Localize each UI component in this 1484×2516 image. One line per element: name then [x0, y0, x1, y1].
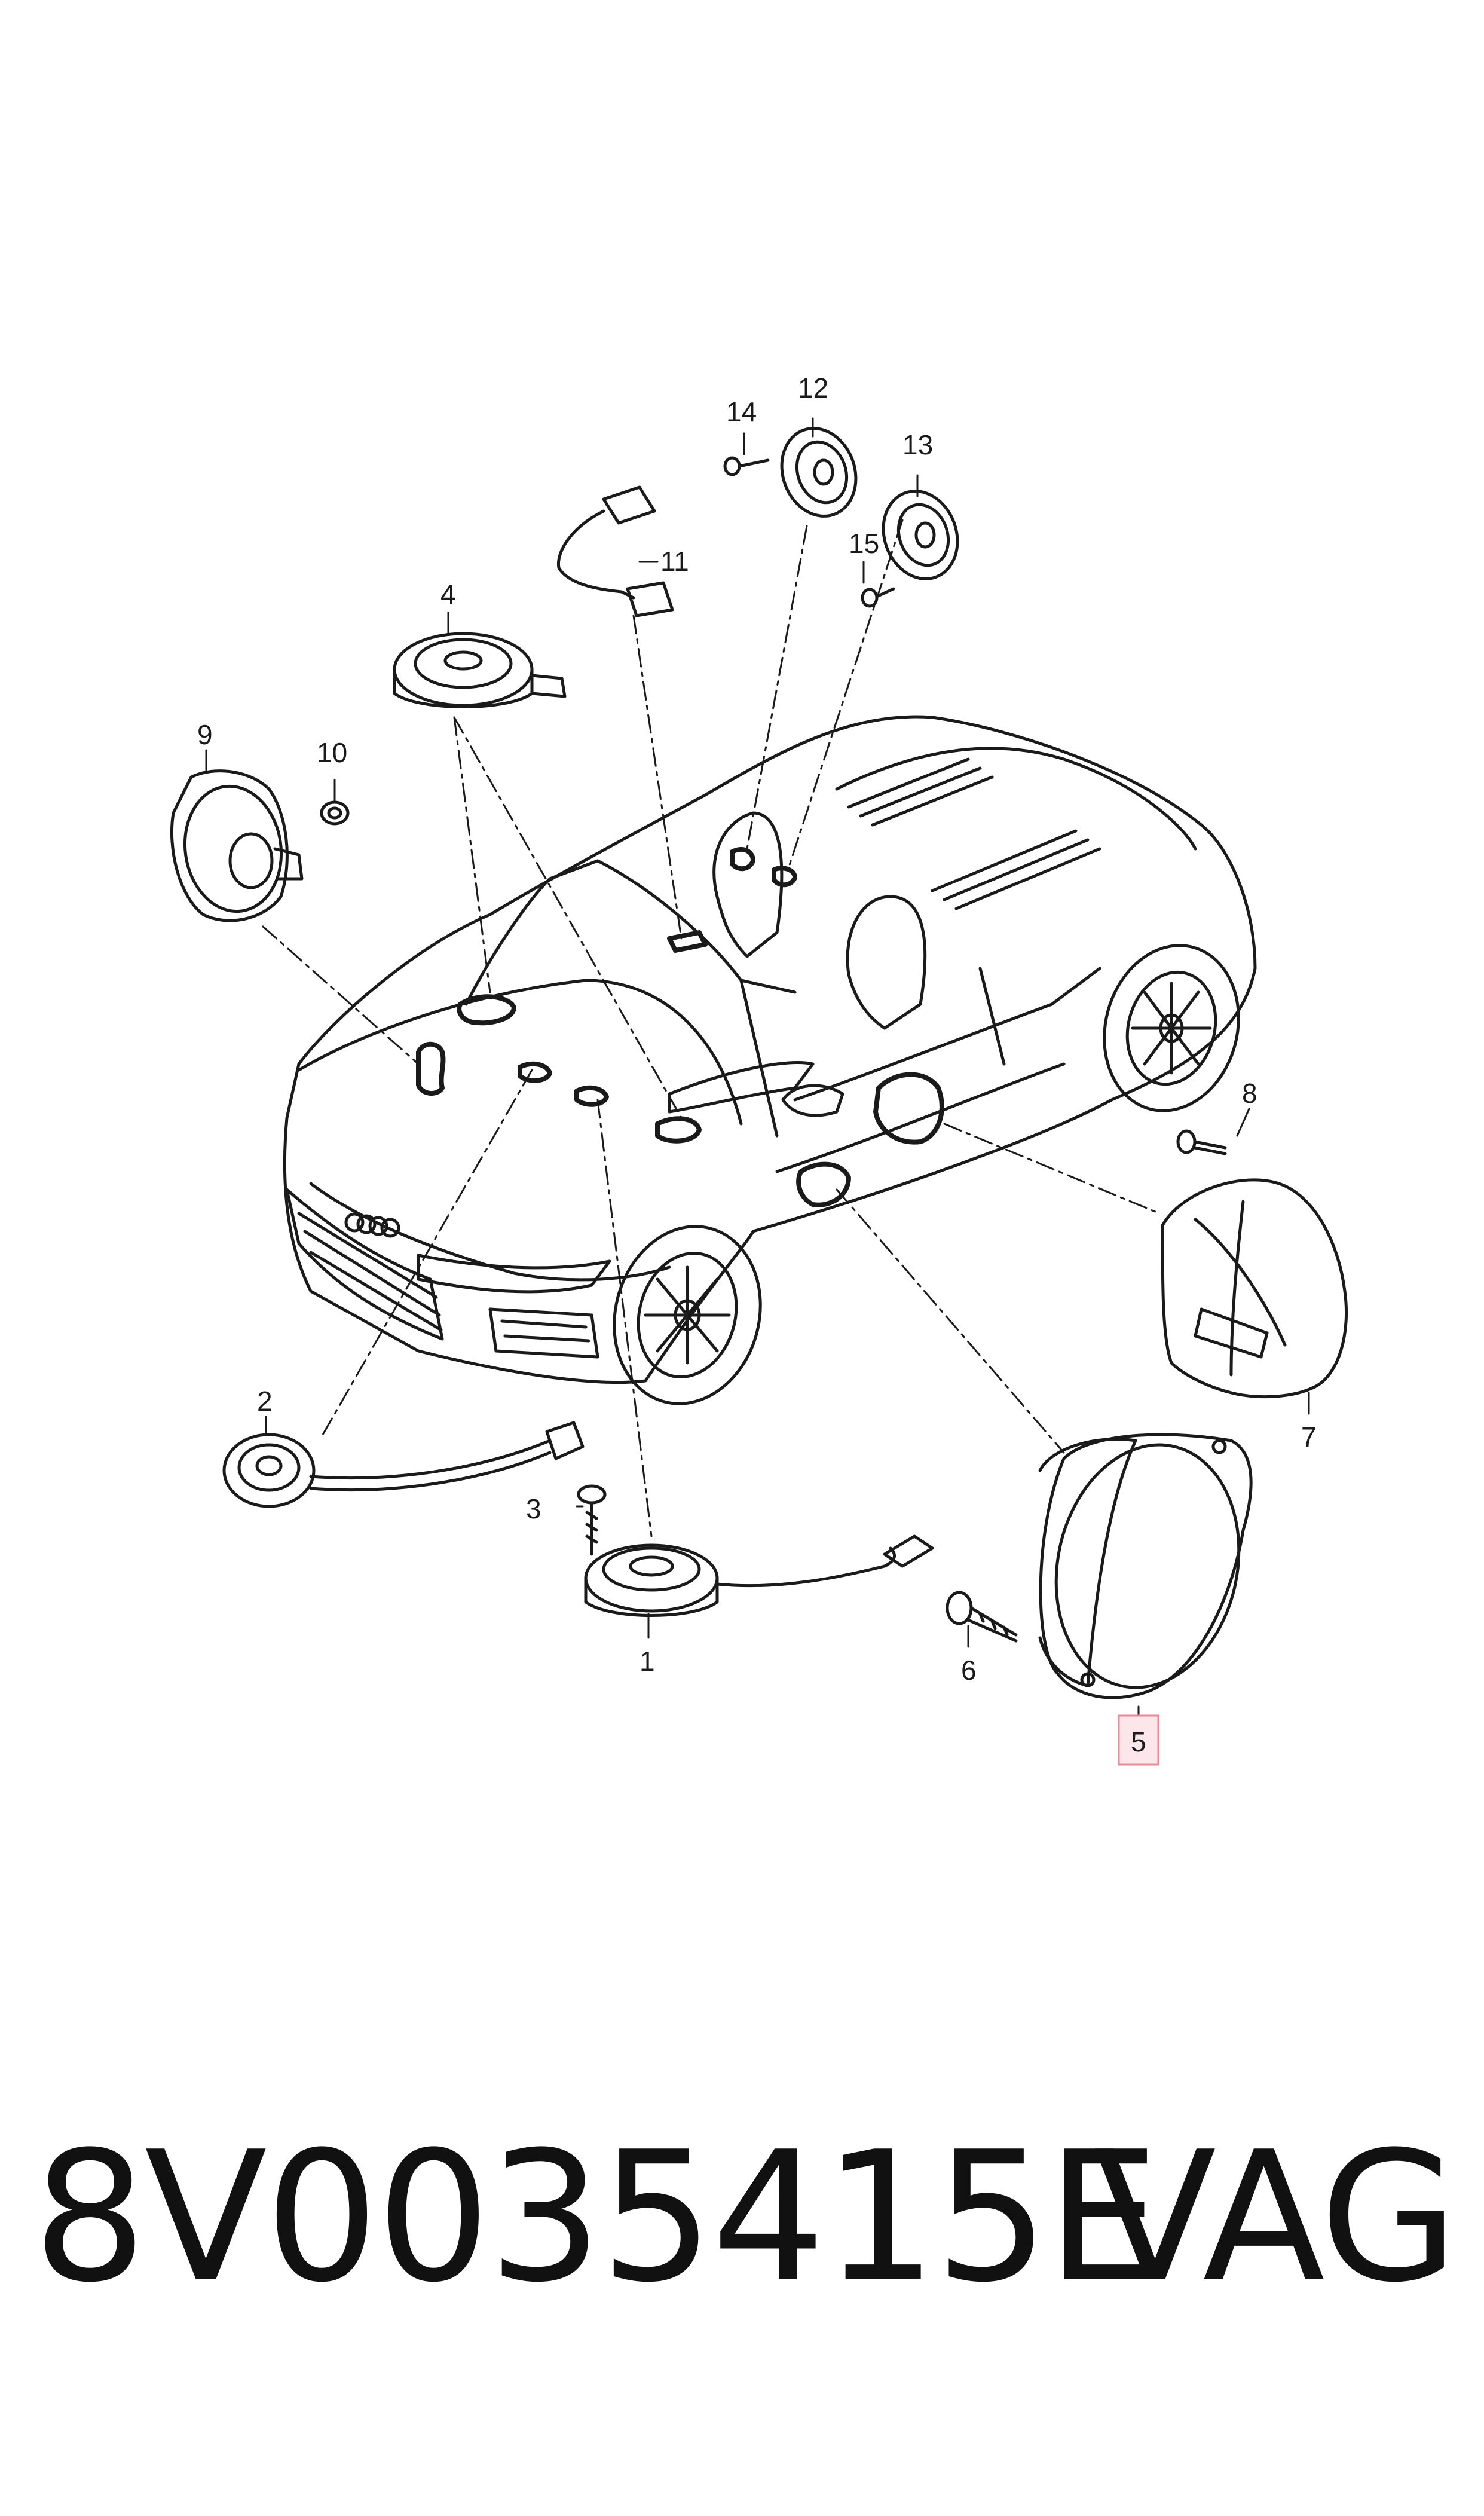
callout-6: 6 [961, 1655, 977, 1686]
part-15-screw [861, 587, 895, 608]
part-number: 8V0035415E [33, 2113, 1160, 2322]
part-7-enclosure [1161, 1178, 1348, 1399]
part-5-woofer [1038, 1433, 1253, 1699]
part-12-speaker [780, 427, 858, 518]
callout-12: 12 [798, 372, 828, 403]
highlight-box [1118, 1714, 1159, 1766]
part-8-screw [1176, 1129, 1227, 1155]
leader-lines [262, 519, 1161, 1537]
brand-label: VAG [1094, 2113, 1458, 2322]
callout-4: 4 [440, 579, 456, 610]
callout-labels: 1 2 3 4 5 6 7 8 9 10 11 12 13 14 15 [197, 372, 1317, 1757]
callout-8: 8 [1242, 1078, 1257, 1109]
exploded-parts-diagram: 1 2 3 4 5 6 7 8 9 10 11 12 13 14 15 [170, 372, 1348, 1766]
callout-ticks [205, 417, 1310, 1732]
callout-10: 10 [317, 737, 347, 768]
speaker-mount-outlines [416, 847, 944, 1207]
callout-3: 3 [526, 1493, 541, 1524]
callout-13: 13 [902, 429, 933, 460]
part-1-tweeter [584, 1534, 934, 1617]
part-4-center-speaker [393, 632, 567, 708]
car-illustration [283, 715, 1257, 1405]
callout-15: 15 [849, 528, 879, 559]
part-2-tweeter [222, 1421, 585, 1508]
part-3-screw [577, 1484, 607, 1556]
callout-5: 5 [1131, 1726, 1146, 1757]
part-11-harness [556, 485, 674, 617]
callout-11: 11 [660, 546, 689, 577]
part-13-speaker [882, 490, 959, 580]
part-9-side-speaker [170, 769, 304, 922]
callout-7: 7 [1301, 1421, 1317, 1453]
callout-9: 9 [197, 719, 213, 750]
part-14-screw [723, 456, 770, 476]
callout-14: 14 [726, 396, 757, 427]
part-6-bolt [946, 1591, 1018, 1643]
callout-2: 2 [257, 1386, 273, 1417]
callout-1: 1 [640, 1646, 655, 1677]
part-10-clip [320, 800, 350, 826]
